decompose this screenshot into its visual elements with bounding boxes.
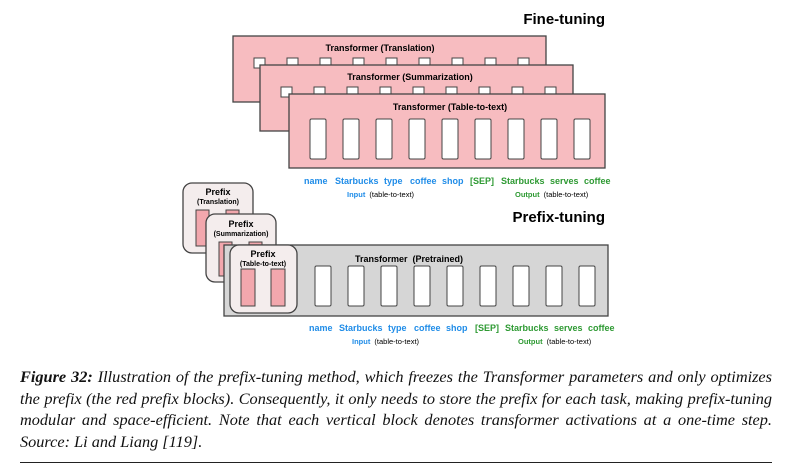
output-caption: Output (table-to-text) (515, 190, 589, 199)
output-token: coffee (584, 176, 611, 186)
transformer-translation-label: Transformer (Translation) (325, 43, 434, 53)
prefix-card-table-to-text: Prefix (Table-to-text) (229, 244, 298, 314)
input-token: shop (446, 323, 468, 333)
transformer-table-to-text: Transformer (Table-to-text) (288, 93, 606, 169)
input-token: type (388, 323, 407, 333)
prefix-block (270, 268, 286, 307)
prefix-card-task: (Translation) (197, 199, 239, 206)
activation-blocks (314, 265, 596, 307)
prefix-block (240, 268, 256, 307)
finetuning-title: Fine-tuning (523, 11, 605, 28)
finetuning-io-labels: Input (table-to-text) Output (table-to-t… (347, 190, 589, 199)
output-token: [SEP] (475, 323, 499, 333)
figure-caption-text: Illustration of the prefix-tuning method… (20, 367, 772, 451)
prefixtuning-io-labels: Input (table-to-text) Output (table-to-t… (352, 337, 592, 346)
figure-caption: Figure 32: Illustration of the prefix-tu… (20, 366, 772, 452)
output-token: Starbucks (501, 176, 545, 186)
input-token: coffee (414, 323, 441, 333)
output-token: coffee (588, 323, 615, 333)
prefixtuning-tokens: name Starbucks type coffee shop [SEP] St… (309, 323, 615, 333)
prefix-card-title: Prefix (228, 219, 253, 229)
activation-blocks (280, 86, 557, 98)
input-caption: Input (table-to-text) (352, 337, 420, 346)
input-token: shop (442, 176, 464, 186)
input-token: Starbucks (335, 176, 379, 186)
finetuning-tokens: name Starbucks type coffee shop [SEP] St… (304, 176, 611, 186)
figure-label: Figure 32: (20, 367, 93, 386)
input-token: coffee (410, 176, 437, 186)
prefix-card-task: (Table-to-text) (240, 261, 286, 268)
input-token: name (309, 323, 333, 333)
transformer-pretrained-label: Transformer (Pretrained) (355, 254, 463, 264)
input-caption: Input (table-to-text) (347, 190, 415, 199)
input-token: Starbucks (339, 323, 383, 333)
prefix-card-title: Prefix (250, 249, 275, 259)
prefix-card-title: Prefix (205, 187, 230, 197)
bottom-rule (20, 462, 772, 463)
prefix-tuning-figure: Fine-tuning Prefix-tuning Transformer (T… (182, 11, 615, 346)
output-token: serves (550, 176, 579, 186)
input-token: type (384, 176, 403, 186)
output-token: Starbucks (505, 323, 549, 333)
transformer-summarization-label: Transformer (Summarization) (347, 72, 473, 82)
prefix-card-task: (Summarization) (214, 231, 269, 238)
transformer-table-to-text-label: Transformer (Table-to-text) (393, 102, 507, 112)
input-token: name (304, 176, 328, 186)
output-token: serves (554, 323, 583, 333)
output-caption: Output (table-to-text) (518, 337, 592, 346)
prefixtuning-title: Prefix-tuning (513, 209, 606, 226)
activation-blocks (309, 118, 591, 160)
output-token: [SEP] (470, 176, 494, 186)
